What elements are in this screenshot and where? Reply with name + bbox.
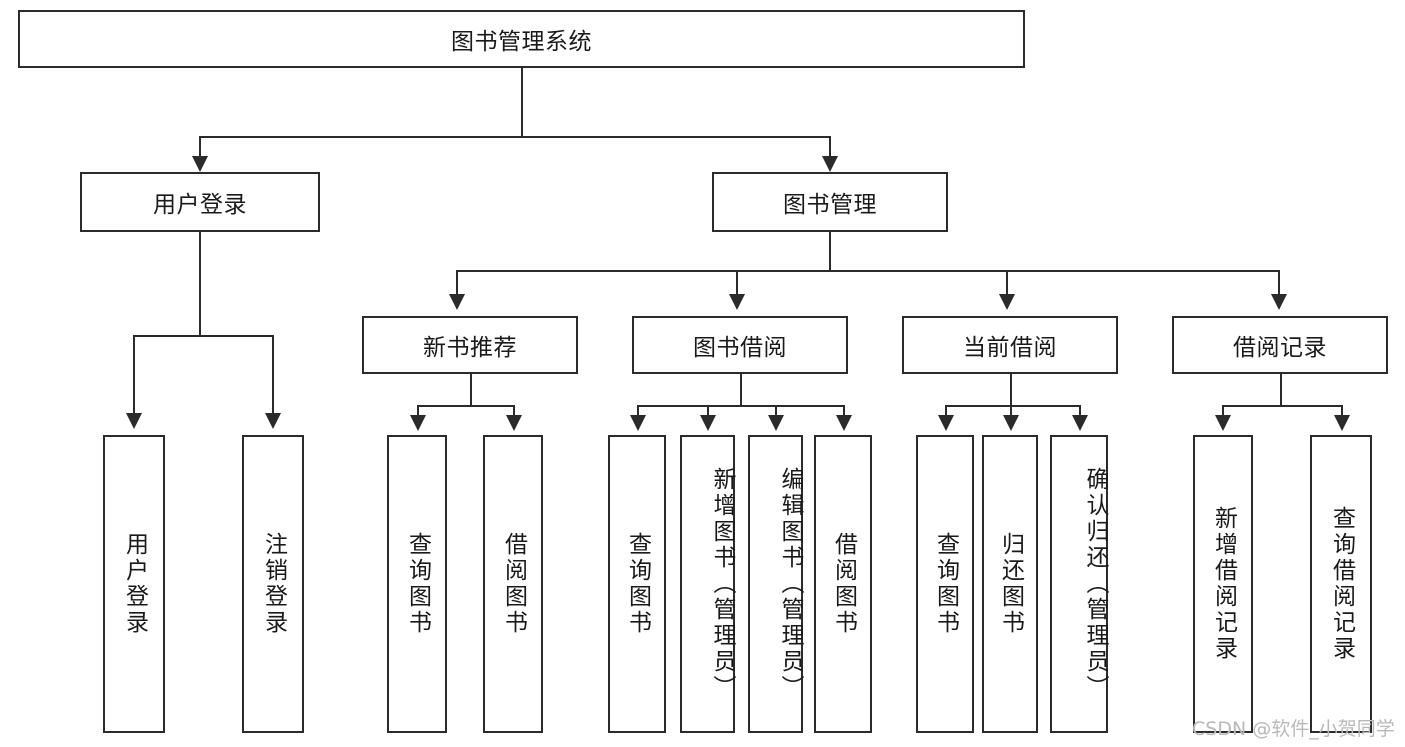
connector-user-login-stem [199,232,201,335]
connector-to-user-login [199,136,201,158]
connector-current-borrow-drop-3 [1079,405,1081,417]
node-new-book-recommend[interactable]: 新书推荐 [362,316,578,374]
arrow-leaf-add-borrow-record [1215,415,1231,431]
arrow-leaf-user-login [126,413,142,429]
connector-user-login-bus [133,335,272,337]
node-book-borrow[interactable]: 图书借阅 [632,316,848,374]
connector-book-borrow-drop-2 [707,405,709,417]
arrow-leaf-edit-book-admin [768,415,784,431]
connector-book-borrow-drop-3 [775,405,777,417]
node-leaf-query-book-3[interactable]: 查询图书 [916,435,974,733]
connector-book-borrow-drop-4 [843,405,845,417]
node-user-login[interactable]: 用户登录 [80,172,320,232]
arrow-to-current-borrow [999,294,1015,310]
connector-new-book-bus [417,405,513,407]
arrow-leaf-add-book-admin [700,415,716,431]
connector-book-borrow-bus [637,405,843,407]
node-leaf-query-book-1[interactable]: 查询图书 [387,435,447,733]
connector-level3-bus [456,270,1280,272]
node-current-borrow[interactable]: 当前借阅 [902,316,1118,374]
connector-root-stem [521,68,523,136]
arrow-to-user-login [192,156,208,172]
node-leaf-borrow-book-1[interactable]: 借阅图书 [483,435,543,733]
connector-book-borrow-stem [740,374,742,405]
node-leaf-add-borrow-record[interactable]: 新增借阅记录 [1193,435,1253,733]
arrow-leaf-query-book-3 [938,415,954,431]
node-leaf-return-book[interactable]: 归还图书 [982,435,1038,733]
node-book-management[interactable]: 图书管理 [712,172,948,232]
connector-current-borrow-drop-1 [945,405,947,417]
node-borrow-record[interactable]: 借阅记录 [1172,316,1388,374]
connector-book-management-stem [829,232,831,270]
connector-user-login-drop-2 [272,335,274,415]
connector-current-borrow-bus [945,405,1079,407]
connector-to-book-management [829,136,831,158]
arrow-leaf-query-book-2 [630,415,646,431]
node-leaf-user-login[interactable]: 用户登录 [103,435,165,733]
connector-borrow-record-drop-2 [1341,405,1343,417]
arrow-to-new-book-recommend [449,294,465,310]
arrow-leaf-borrow-book-1 [506,415,522,431]
connector-borrow-record-drop-1 [1222,405,1224,417]
arrow-to-book-management [822,156,838,172]
connector-to-new-book-recommend [456,270,458,296]
node-leaf-logout-login[interactable]: 注销登录 [242,435,304,733]
node-leaf-query-book-2[interactable]: 查询图书 [608,435,666,733]
connector-new-book-drop-2 [513,405,515,417]
arrow-to-book-borrow [729,294,745,310]
arrow-leaf-query-borrow-record [1334,415,1350,431]
arrow-leaf-query-book-1 [410,415,426,431]
arrow-leaf-borrow-book-2 [836,415,852,431]
node-leaf-query-borrow-record[interactable]: 查询借阅记录 [1310,435,1372,733]
node-leaf-confirm-return[interactable]: 确认归还（管理员） [1050,435,1108,733]
connector-borrow-record-bus [1222,405,1341,407]
watermark-text: CSDN @软件_小贺同学 [1192,718,1395,740]
node-root[interactable]: 图书管理系统 [18,10,1025,68]
connector-to-borrow-record [1278,270,1280,296]
connector-level2-bus [199,136,831,138]
connector-book-borrow-drop-1 [637,405,639,417]
connector-new-book-drop-1 [417,405,419,417]
arrow-leaf-return-book [1003,415,1019,431]
arrow-leaf-logout-login [265,413,281,429]
connector-user-login-drop-1 [133,335,135,415]
node-leaf-add-book-admin[interactable]: 新增图书（管理员） [680,435,735,733]
connector-current-borrow-stem [1010,374,1012,405]
arrow-leaf-confirm-return [1072,415,1088,431]
connector-to-current-borrow [1006,270,1008,296]
connector-borrow-record-stem [1280,374,1282,405]
node-leaf-borrow-book-2[interactable]: 借阅图书 [814,435,872,733]
connector-new-book-stem [470,374,472,405]
node-leaf-edit-book-admin[interactable]: 编辑图书（管理员） [748,435,803,733]
connector-current-borrow-drop-2 [1010,405,1012,417]
connector-to-book-borrow [736,270,738,296]
arrow-to-borrow-record [1271,294,1287,310]
